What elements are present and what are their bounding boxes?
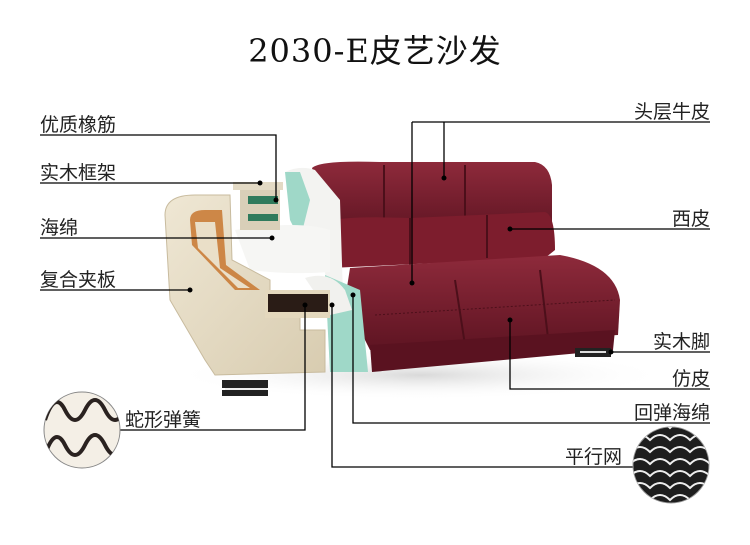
label-resilient-sponge: 回弹海绵	[633, 402, 710, 424]
serpentine-spring-swatch	[43, 391, 121, 469]
label-sponge: 海绵	[40, 217, 79, 239]
page-title: 2030-E皮艺沙发	[248, 32, 502, 70]
label-western-leather: 西皮	[671, 208, 710, 230]
label-plywood: 复合夹板	[40, 269, 117, 291]
parallel-mesh-swatch	[632, 426, 710, 504]
label-rubber-band: 优质橡筋	[40, 114, 117, 136]
label-top-grain-leather: 头层牛皮	[633, 101, 710, 123]
foam-layers	[235, 167, 368, 372]
leader-dots	[187, 175, 614, 355]
label-wood-feet: 实木脚	[652, 331, 710, 353]
label-wood-frame: 实木框架	[40, 162, 117, 184]
label-parallel-mesh: 平行网	[565, 446, 623, 468]
wood-frame	[164, 182, 330, 396]
leader-lines	[40, 121, 710, 468]
label-faux-leather: 仿皮	[671, 368, 710, 390]
leather-sofa-body	[312, 161, 620, 372]
label-serpentine-spring: 蛇形弹簧	[125, 409, 202, 431]
